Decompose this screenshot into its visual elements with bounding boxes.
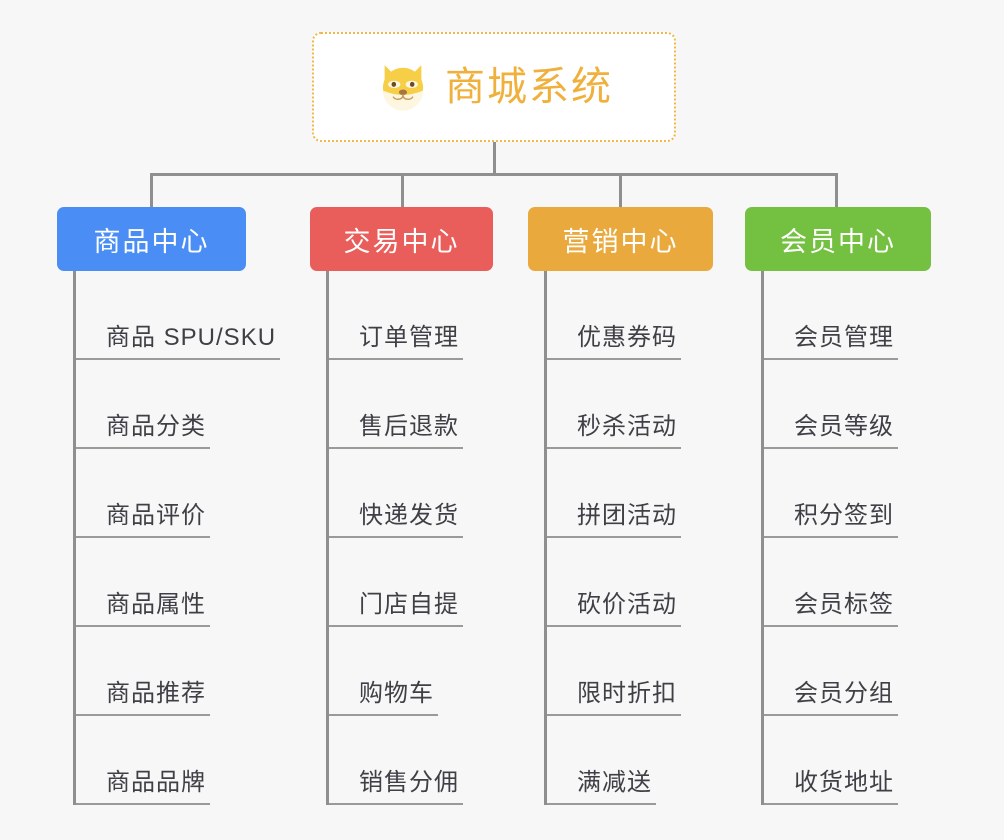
- leaf-underline: [764, 803, 898, 805]
- leaf-label: 商品品牌: [106, 768, 206, 796]
- list-item[interactable]: 会员分组: [764, 627, 931, 716]
- list-item[interactable]: 会员标签: [764, 538, 931, 627]
- root-node[interactable]: 商城系统: [312, 32, 676, 142]
- leaf-underline: [764, 625, 898, 627]
- leaf-label: 商品推荐: [106, 679, 206, 707]
- leaf-underline: [764, 447, 898, 449]
- list-item[interactable]: 积分签到: [764, 449, 931, 538]
- list-item[interactable]: 秒杀活动: [547, 360, 713, 449]
- list-item[interactable]: 销售分佣: [329, 716, 493, 805]
- leaf-underline: [76, 714, 210, 716]
- shiba-dog-face-icon: [382, 65, 424, 111]
- list-item[interactable]: 商品推荐: [76, 627, 246, 716]
- leaf-underline: [329, 714, 438, 716]
- leaf-underline: [547, 625, 681, 627]
- leaf-underline: [329, 625, 463, 627]
- list-item[interactable]: 会员等级: [764, 360, 931, 449]
- list-item[interactable]: 收货地址: [764, 716, 931, 805]
- leaf-underline: [764, 358, 898, 360]
- list-item[interactable]: 订单管理: [329, 271, 493, 360]
- leaf-underline: [76, 358, 280, 360]
- connector-root-stem: [493, 142, 496, 175]
- leaf-label: 商品 SPU/SKU: [106, 323, 277, 351]
- leaf-label: 会员标签: [794, 590, 894, 618]
- list-item[interactable]: 门店自提: [329, 538, 493, 627]
- leaf-list-1: 商品 SPU/SKU 商品分类 商品评价 商品属性 商品推荐 商品品牌: [73, 271, 280, 805]
- list-item[interactable]: 拼团活动: [547, 449, 713, 538]
- leaf-underline: [329, 536, 463, 538]
- leaf-label: 砍价活动: [577, 590, 677, 618]
- leaf-label: 秒杀活动: [577, 412, 677, 440]
- category-column-4: 会员中心 会员管理 会员等级 积分签到 会员标签 会员分组: [745, 207, 931, 805]
- leaf-label: 售后退款: [359, 412, 459, 440]
- leaf-label: 销售分佣: [359, 768, 459, 796]
- category-header-label: 商品中心: [93, 226, 210, 257]
- leaf-underline: [76, 536, 210, 538]
- list-item[interactable]: 商品分类: [76, 360, 246, 449]
- leaf-underline: [76, 447, 210, 449]
- leaf-underline: [547, 803, 656, 805]
- category-header-label: 会员中心: [780, 226, 896, 257]
- category-column-2: 交易中心 订单管理 售后退款 快递发货 门店自提 购物车: [310, 207, 493, 805]
- list-item[interactable]: 商品品牌: [76, 716, 246, 805]
- leaf-underline: [547, 536, 681, 538]
- category-header-label: 营销中心: [562, 226, 679, 257]
- list-item[interactable]: 快递发货: [329, 449, 493, 538]
- leaf-underline: [547, 714, 681, 716]
- list-item[interactable]: 商品 SPU/SKU: [76, 271, 280, 360]
- leaf-label: 商品属性: [106, 590, 206, 618]
- category-header-label: 交易中心: [343, 226, 460, 257]
- list-item[interactable]: 售后退款: [329, 360, 493, 449]
- root-title: 商城系统: [445, 65, 613, 109]
- category-column-3: 营销中心 优惠券码 秒杀活动 拼团活动 砍价活动 限时折扣: [528, 207, 713, 805]
- leaf-label: 会员分组: [794, 679, 894, 707]
- connector-drop-1: [150, 173, 153, 208]
- list-item[interactable]: 限时折扣: [547, 627, 713, 716]
- leaf-underline: [76, 625, 210, 627]
- list-item[interactable]: 砍价活动: [547, 538, 713, 627]
- list-item[interactable]: 商品属性: [76, 538, 246, 627]
- leaf-label: 拼团活动: [577, 501, 677, 529]
- leaf-label: 会员等级: [794, 412, 894, 440]
- leaf-underline: [764, 536, 898, 538]
- list-item[interactable]: 商品评价: [76, 449, 246, 538]
- list-item[interactable]: 会员管理: [764, 271, 931, 360]
- leaf-label: 会员管理: [794, 323, 894, 351]
- leaf-underline: [764, 714, 898, 716]
- connector-horizontal-bus: [150, 173, 838, 176]
- leaf-label: 门店自提: [359, 590, 459, 618]
- leaf-underline: [547, 447, 681, 449]
- leaf-list-2: 订单管理 售后退款 快递发货 门店自提 购物车 销售分佣: [326, 271, 493, 805]
- category-header-2[interactable]: 交易中心: [310, 207, 493, 271]
- leaf-underline: [329, 447, 463, 449]
- leaf-underline: [76, 803, 210, 805]
- category-header-4[interactable]: 会员中心: [745, 207, 931, 271]
- list-item[interactable]: 购物车: [329, 627, 493, 716]
- leaf-label: 商品分类: [106, 412, 206, 440]
- leaf-label: 优惠券码: [577, 323, 677, 351]
- leaf-list-3: 优惠券码 秒杀活动 拼团活动 砍价活动 限时折扣 满减送: [544, 271, 713, 805]
- list-item[interactable]: 满减送: [547, 716, 713, 805]
- connector-drop-3: [619, 173, 622, 208]
- category-header-1[interactable]: 商品中心: [57, 207, 246, 271]
- leaf-underline: [329, 803, 463, 805]
- category-header-3[interactable]: 营销中心: [528, 207, 713, 271]
- leaf-label: 商品评价: [106, 501, 206, 529]
- category-column-1: 商品中心 商品 SPU/SKU 商品分类 商品评价 商品属性 商品推荐: [57, 207, 280, 805]
- leaf-label: 购物车: [359, 679, 434, 707]
- connector-drop-4: [835, 173, 838, 208]
- leaf-label: 满减送: [577, 768, 652, 796]
- connector-drop-2: [401, 173, 404, 208]
- leaf-underline: [329, 358, 463, 360]
- leaf-underline: [547, 358, 681, 360]
- list-item[interactable]: 优惠券码: [547, 271, 713, 360]
- leaf-label: 订单管理: [359, 323, 459, 351]
- leaf-label: 限时折扣: [577, 679, 677, 707]
- leaf-label: 积分签到: [794, 501, 894, 529]
- leaf-list-4: 会员管理 会员等级 积分签到 会员标签 会员分组 收货地址: [761, 271, 931, 805]
- leaf-label: 快递发货: [359, 501, 459, 529]
- leaf-label: 收货地址: [794, 768, 894, 796]
